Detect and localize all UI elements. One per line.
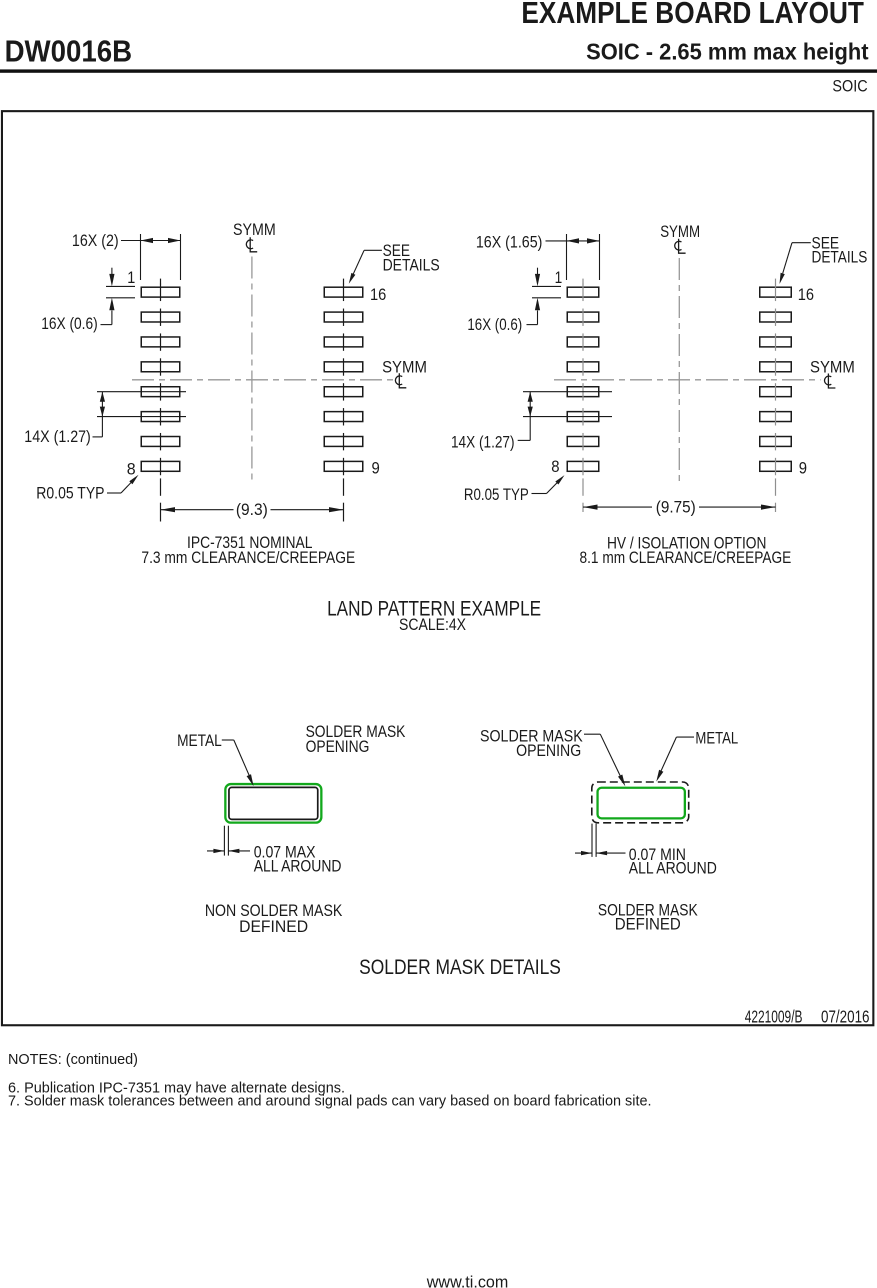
svg-text:14X (1.27): 14X (1.27) <box>451 434 515 452</box>
svg-text:METAL: METAL <box>177 732 222 750</box>
svg-text:0.07 MAX: 0.07 MAX <box>254 843 316 861</box>
svg-text:(9.3): (9.3) <box>236 501 268 519</box>
svg-text:16: 16 <box>798 286 814 304</box>
svg-text:SYMM: SYMM <box>382 359 427 377</box>
svg-text:DETAILS: DETAILS <box>812 248 868 266</box>
svg-text:HV / ISOLATION OPTION: HV / ISOLATION OPTION <box>607 535 766 553</box>
svg-text:www.ti.com: www.ti.com <box>426 1274 508 1288</box>
svg-text:SYMM: SYMM <box>810 359 855 377</box>
svg-text:SEE: SEE <box>383 242 411 260</box>
svg-text:1: 1 <box>127 269 135 287</box>
svg-text:16X (0.6): 16X (0.6) <box>41 315 98 333</box>
svg-text:14X (1.27): 14X (1.27) <box>24 428 91 446</box>
svg-text:9: 9 <box>372 459 380 477</box>
svg-text:OPENING: OPENING <box>516 742 581 760</box>
svg-text:8.1 mm CLEARANCE/CREEPAGE: 8.1 mm CLEARANCE/CREEPAGE <box>580 549 792 567</box>
svg-text:SOLDER MASK: SOLDER MASK <box>598 901 698 919</box>
svg-text:0.07 MIN: 0.07 MIN <box>629 846 686 864</box>
svg-text:16X (0.6): 16X (0.6) <box>467 316 522 334</box>
svg-text:8: 8 <box>551 458 559 476</box>
svg-text:SOLDER MASK: SOLDER MASK <box>480 728 583 746</box>
svg-text:METAL: METAL <box>695 730 738 748</box>
svg-text:DEFINED: DEFINED <box>239 918 308 936</box>
svg-text:SCALE:4X: SCALE:4X <box>399 616 466 634</box>
svg-text:07/2016: 07/2016 <box>821 1007 870 1027</box>
svg-text:NOTES: (continued): NOTES: (continued) <box>8 1051 138 1068</box>
svg-text:DETAILS: DETAILS <box>383 257 440 275</box>
svg-text:R0.05 TYP: R0.05 TYP <box>36 485 104 503</box>
svg-text:NON SOLDER MASK: NON SOLDER MASK <box>205 902 343 920</box>
svg-text:4221009/B: 4221009/B <box>745 1007 803 1027</box>
svg-text:7.3 mm CLEARANCE/CREEPAGE: 7.3 mm CLEARANCE/CREEPAGE <box>141 549 355 567</box>
svg-text:7. Solder mask tolerances betw: 7. Solder mask tolerances between and ar… <box>8 1093 652 1110</box>
svg-text:16X (1.65): 16X (1.65) <box>476 234 543 252</box>
svg-text:SOLDER MASK DETAILS: SOLDER MASK DETAILS <box>359 955 561 979</box>
svg-text:SOIC: SOIC <box>832 77 867 95</box>
svg-text:ALL AROUND: ALL AROUND <box>254 858 342 876</box>
svg-text:EXAMPLE BOARD LAYOUT: EXAMPLE BOARD LAYOUT <box>521 0 864 30</box>
svg-text:9: 9 <box>799 459 807 477</box>
svg-text:LAND PATTERN EXAMPLE: LAND PATTERN EXAMPLE <box>327 597 541 621</box>
svg-text:1: 1 <box>555 269 563 287</box>
svg-text:(9.75): (9.75) <box>656 499 696 517</box>
svg-text:SYMM: SYMM <box>660 223 700 241</box>
svg-text:ALL AROUND: ALL AROUND <box>629 860 717 878</box>
svg-text:SOIC - 2.65 mm max height: SOIC - 2.65 mm max height <box>586 39 869 65</box>
svg-text:SOLDER MASK: SOLDER MASK <box>306 723 406 741</box>
svg-text:DW0016B: DW0016B <box>5 35 133 69</box>
svg-text:16X (2): 16X (2) <box>72 232 119 250</box>
svg-text:16: 16 <box>370 286 386 304</box>
svg-text:SYMM: SYMM <box>233 221 276 239</box>
svg-text:IPC-7351 NOMINAL: IPC-7351 NOMINAL <box>187 534 312 552</box>
svg-text:8: 8 <box>127 460 136 478</box>
svg-text:R0.05 TYP: R0.05 TYP <box>464 486 529 504</box>
svg-text:OPENING: OPENING <box>306 738 370 756</box>
svg-text:DEFINED: DEFINED <box>615 915 681 933</box>
svg-text:SEE: SEE <box>812 235 840 253</box>
svg-text:6. Publication IPC-7351 may ha: 6. Publication IPC-7351 may have alterna… <box>8 1079 345 1096</box>
